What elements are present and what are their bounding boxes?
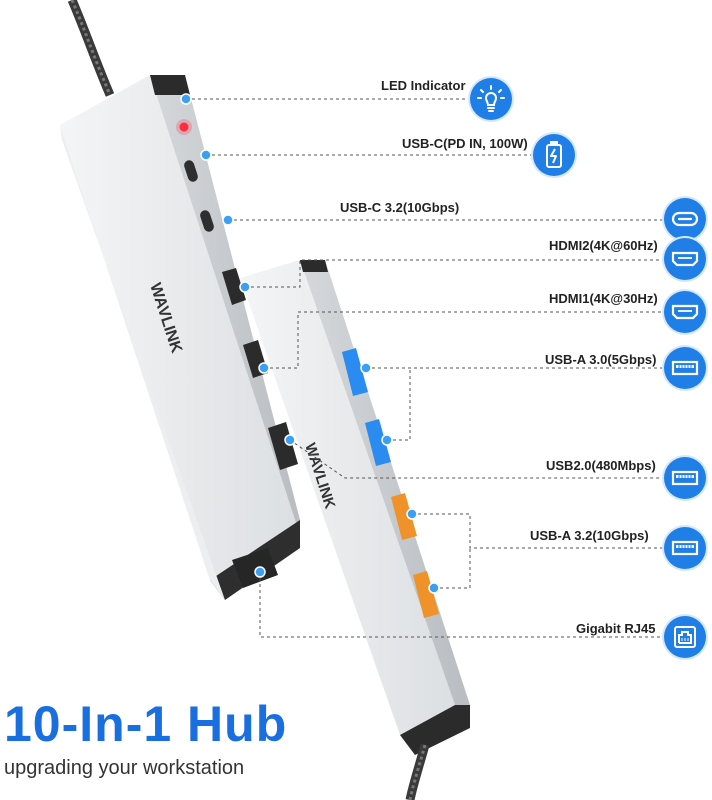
hub-front: WAVLINK [240, 260, 470, 755]
headline: 10-In-1 Hub [4, 696, 288, 752]
label-usb-a-32: USB-A 3.2(10Gbps) [530, 528, 649, 543]
led-dot [179, 122, 189, 132]
label-hdmi2: HDMI2(4K@60Hz) [549, 238, 658, 253]
usb-a-icon [664, 347, 706, 389]
hub-back: WAVLINK [60, 75, 300, 600]
hdmi-icon [664, 238, 706, 280]
usb-a-port-back [268, 422, 298, 470]
label-usb-20: USB2.0(480Mbps) [546, 458, 656, 473]
ethernet-icon [664, 616, 706, 658]
usb-a-3-port-1 [342, 348, 368, 396]
usb-c-port-1 [184, 160, 198, 182]
label-usb-c-pd: USB-C(PD IN, 100W) [402, 136, 528, 151]
usb-a-icon-2 [664, 457, 706, 499]
cable-top [67, 0, 115, 97]
battery-charge-icon [533, 134, 575, 176]
usb-a-icon-3 [664, 527, 706, 569]
label-hdmi1: HDMI1(4K@30Hz) [549, 291, 658, 306]
label-rj45: Gigabit RJ45 [576, 621, 656, 636]
connector-dots [180, 93, 440, 594]
bulb-icon [470, 78, 512, 120]
cable-top-braid [70, 0, 112, 96]
label-led-indicator: LED Indicator [381, 78, 466, 93]
usb-a-32-port-1 [391, 493, 417, 540]
usb-a-3-port-2 [365, 419, 391, 466]
usb-c-icon [664, 198, 706, 240]
hdmi-icon-2 [664, 291, 706, 333]
usb-a-32-port-2 [413, 571, 439, 618]
label-usb-c-32: USB-C 3.2(10Gbps) [340, 200, 460, 215]
leader-lines [186, 98, 664, 638]
label-usb-a-30: USB-A 3.0(5Gbps) [545, 352, 657, 367]
usb-c-port-2 [200, 210, 214, 232]
hdmi-port-2 [222, 268, 246, 305]
rj45-port [232, 548, 278, 588]
subline: upgrading your workstation [4, 757, 245, 779]
